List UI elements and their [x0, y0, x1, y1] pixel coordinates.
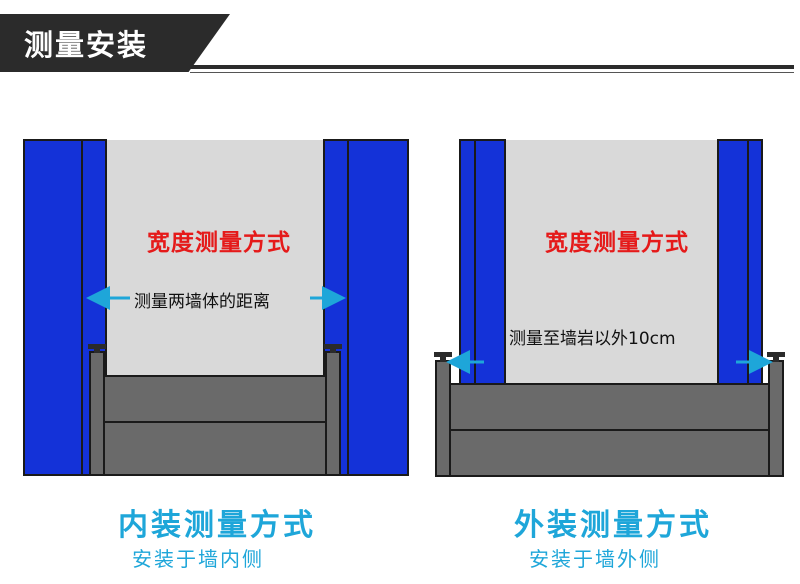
left-post: [89, 351, 105, 476]
left-post-cap: [88, 344, 106, 349]
left-diagram: [23, 139, 409, 476]
r-barrier-upper: [449, 383, 770, 431]
right-caption-sub: 安装于墙外侧: [529, 547, 661, 571]
r-right-post-cap: [767, 352, 785, 357]
r-left-wall-outer: [459, 139, 476, 386]
left-wall-outer: [23, 139, 83, 476]
left-barrier-lower: [103, 421, 327, 476]
r-left-post: [435, 360, 451, 477]
left-barrier-upper: [103, 375, 327, 423]
header-banner: [0, 14, 230, 72]
left-measure-text: 测量两墙体的距离: [132, 287, 272, 312]
right-measure-text: 测量至墙岩以外10cm: [507, 324, 676, 349]
left-caption-main: 内装测量方式: [118, 508, 316, 543]
right-wall-outer: [347, 139, 409, 476]
left-post-cap-stem: [94, 348, 100, 353]
right-post-cap: [324, 344, 342, 349]
right-method-title: 宽度测量方式: [545, 230, 689, 256]
r-right-wall-inner: [717, 139, 749, 386]
header-divider: [0, 65, 794, 69]
right-post: [325, 351, 341, 476]
r-right-post: [768, 360, 784, 477]
right-diagram: [434, 139, 785, 477]
r-right-post-cap-stem: [773, 356, 779, 362]
right-caption-main: 外装测量方式: [514, 508, 712, 543]
right-post-cap-stem: [330, 348, 336, 353]
r-left-post-cap: [434, 352, 452, 357]
r-right-wall-outer: [747, 139, 763, 386]
r-barrier-lower: [449, 429, 770, 477]
header-divider-thin: [190, 72, 794, 73]
r-left-wall-inner: [474, 139, 506, 386]
left-caption-sub: 安装于墙内侧: [132, 547, 264, 571]
page-title: 测量安装: [24, 28, 149, 62]
r-left-post-cap-stem: [440, 356, 446, 362]
left-method-title: 宽度测量方式: [147, 230, 291, 256]
